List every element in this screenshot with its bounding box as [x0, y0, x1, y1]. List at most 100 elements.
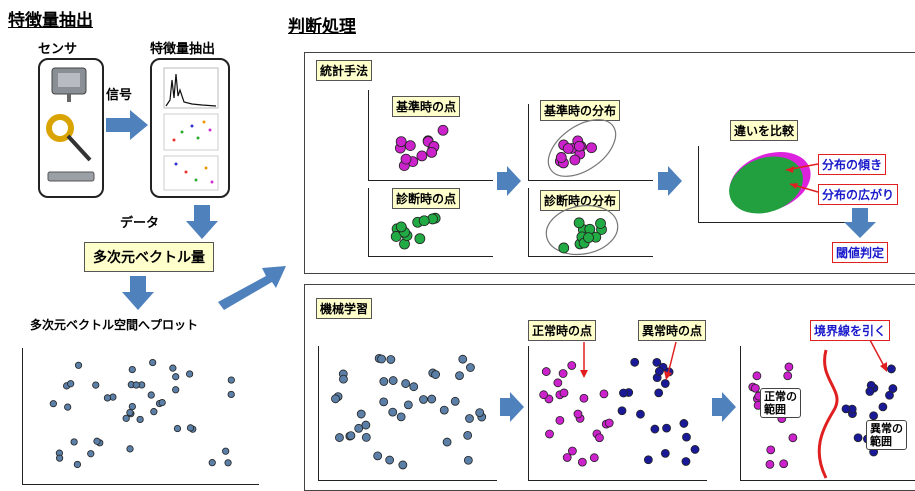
stats-arrow-2 — [658, 166, 682, 196]
ml-boundary-normal-point — [752, 371, 762, 381]
spread-label: 分布の広がり — [818, 184, 899, 205]
probe-rod-icon — [47, 171, 95, 182]
current-clamp-icon — [46, 114, 92, 162]
vector-point — [147, 391, 155, 399]
vector-point — [222, 447, 230, 455]
ml-raw-point — [396, 412, 406, 422]
ml-boundary-normal-point — [783, 371, 793, 381]
reference-dist-point — [573, 140, 585, 152]
ml-raw-point — [346, 431, 356, 441]
diagnosis-dist-point — [583, 232, 594, 244]
ml-boundary-normal-point — [779, 459, 789, 469]
accelerometer-icon — [51, 67, 87, 102]
vector-point — [67, 380, 75, 388]
ml-boundary-abnormal-point — [853, 433, 863, 443]
ml-arrow-2 — [712, 392, 736, 422]
ml-raw-point — [439, 405, 449, 415]
ml-raw-point — [379, 377, 389, 386]
vector-point — [172, 373, 180, 381]
ml-abnormal-point — [662, 423, 671, 433]
ml-normal-point — [595, 433, 604, 443]
sensor-box — [38, 58, 104, 198]
vector-point — [49, 400, 57, 408]
reference-dist-point — [555, 152, 567, 163]
feature-extraction-heading: 特徴量抽出 — [8, 11, 93, 31]
ml-boundary-axes — [740, 346, 915, 481]
abnormal-range-label: 異常の 範囲 — [866, 420, 907, 450]
ml-boundary-normal-point — [784, 362, 794, 372]
ml-normal-point — [567, 361, 577, 370]
ml-raw-point — [401, 379, 411, 388]
ml-normal-point — [573, 409, 583, 419]
boundary-pointer — [869, 339, 885, 367]
abnormal-point-label: 異常時の点 — [638, 320, 707, 341]
ml-arrow-1 — [500, 392, 524, 422]
vector-point — [126, 408, 134, 417]
ml-raw-point — [442, 437, 452, 447]
diagnosis-point — [418, 215, 430, 227]
ml-abnormal-point — [682, 432, 691, 442]
ml-abnormal-point — [636, 409, 645, 419]
diagnosis-dist-axes — [528, 188, 653, 257]
reference-dist-ellipse — [547, 119, 617, 177]
vector-point — [70, 438, 78, 446]
ml-normal-point — [589, 453, 599, 463]
diagnosis-point — [395, 221, 407, 233]
diagnosis-dist-ellipse — [545, 204, 619, 256]
vector-point — [169, 364, 177, 372]
ml-normal-point — [599, 389, 609, 399]
ml-normal-point — [579, 393, 589, 403]
ml-normal-point — [553, 378, 563, 388]
ml-abnormal-point — [654, 366, 664, 376]
vector-point — [92, 381, 100, 389]
ml-abnormal-point — [643, 455, 653, 465]
ml-abnormal-point — [679, 419, 689, 428]
vector-point — [150, 408, 158, 416]
ml-normal-point — [541, 367, 551, 376]
vector-point — [87, 450, 95, 458]
ml-boundary-abnormal-point — [878, 402, 888, 412]
ml-boundary-abnormal-point — [869, 411, 879, 421]
vector-point — [64, 403, 72, 411]
ml-raw-point — [431, 370, 440, 379]
ml-raw-point — [361, 432, 371, 442]
diagnosis-point — [414, 233, 426, 245]
normal-range-label: 正常の 範囲 — [760, 388, 801, 418]
diagnosis-dist-point — [573, 217, 585, 229]
ml-raw-point — [388, 407, 398, 417]
ml-raw-point — [466, 363, 475, 372]
vector-point — [173, 424, 182, 433]
ml-raw-point — [361, 420, 371, 430]
ml-abnormal-point — [650, 424, 660, 434]
vector-space-plot — [22, 348, 259, 485]
diagnosis-point-label: 診断時の点 — [392, 188, 461, 209]
reference-point — [400, 153, 412, 165]
stats-arrow-1 — [497, 166, 521, 196]
vector-point — [74, 361, 83, 369]
ml-boundary-normal-point — [765, 459, 775, 469]
ml-raw-point — [385, 455, 395, 465]
ml-boundary-abnormal-point — [885, 390, 894, 400]
diagnosis-dist-point — [595, 218, 606, 229]
to-judgement-arrow — [218, 266, 286, 310]
vector-point — [126, 445, 134, 453]
vector-point — [227, 390, 235, 399]
vector-point — [136, 415, 144, 424]
reference-point — [404, 140, 416, 151]
signal-arrow — [106, 110, 148, 140]
ml-raw-point — [354, 423, 364, 433]
ml-boundary-abnormal-point — [865, 387, 875, 396]
vector-point — [128, 365, 136, 374]
sensor-images — [46, 67, 95, 182]
ml-boundary-normal-point — [788, 433, 798, 443]
ml-raw-point — [398, 460, 408, 470]
reference-dist-label: 基準時の分布 — [540, 100, 621, 121]
vector-point — [122, 414, 130, 422]
ml-abnormal-point — [660, 448, 670, 458]
ml-raw-point — [455, 371, 464, 381]
ml-normal-point — [555, 415, 565, 425]
vector-point — [93, 437, 101, 445]
reference-point — [426, 146, 438, 158]
tilt-label: 分布の傾き — [818, 154, 887, 175]
